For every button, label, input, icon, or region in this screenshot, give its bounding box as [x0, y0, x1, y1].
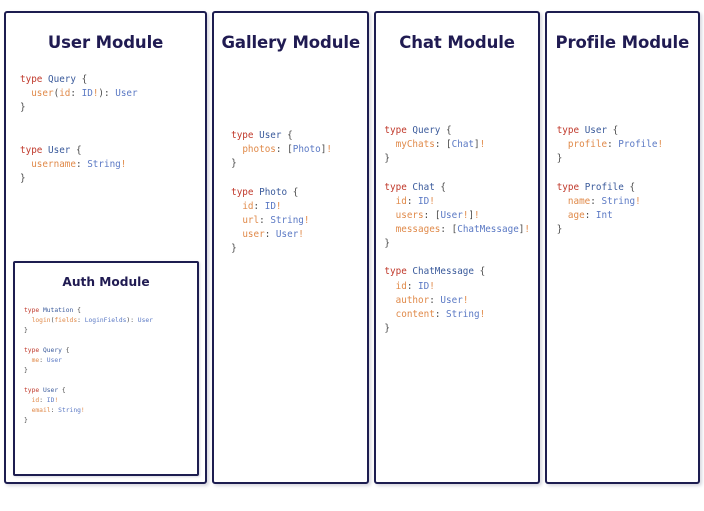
module-card-gallery[interactable]: Gallery Module type User { photos: [Phot… — [212, 11, 370, 484]
module-card-chat[interactable]: Chat Module type Query { myChats: [Chat]… — [374, 11, 540, 484]
schema-code-user: type Query { user(id: ID!): User } type … — [20, 74, 138, 185]
module-title-gallery: Gallery Module — [221, 33, 361, 52]
module-title-profile: Profile Module — [555, 33, 690, 52]
schema-code-auth: type Mutation { login(fields: LoginField… — [24, 307, 153, 424]
schema-code-gallery: type User { photos: [Photo]! } type Phot… — [231, 130, 332, 255]
module-card-user[interactable]: User Module type Query { user(id: ID!): … — [4, 11, 208, 484]
schema-code-chat: type Query { myChats: [Chat]! } type Cha… — [384, 125, 531, 334]
module-card-auth[interactable]: Auth Module type Mutation { login(fields… — [13, 261, 199, 476]
module-title-user: User Module — [47, 33, 164, 52]
schema-code-profile: type User { profile: Profile! } type Pro… — [556, 125, 664, 236]
module-card-profile[interactable]: Profile Module type User { profile: Prof… — [544, 11, 700, 484]
module-title-chat: Chat Module — [399, 33, 515, 52]
module-title-auth: Auth Module — [62, 275, 150, 289]
